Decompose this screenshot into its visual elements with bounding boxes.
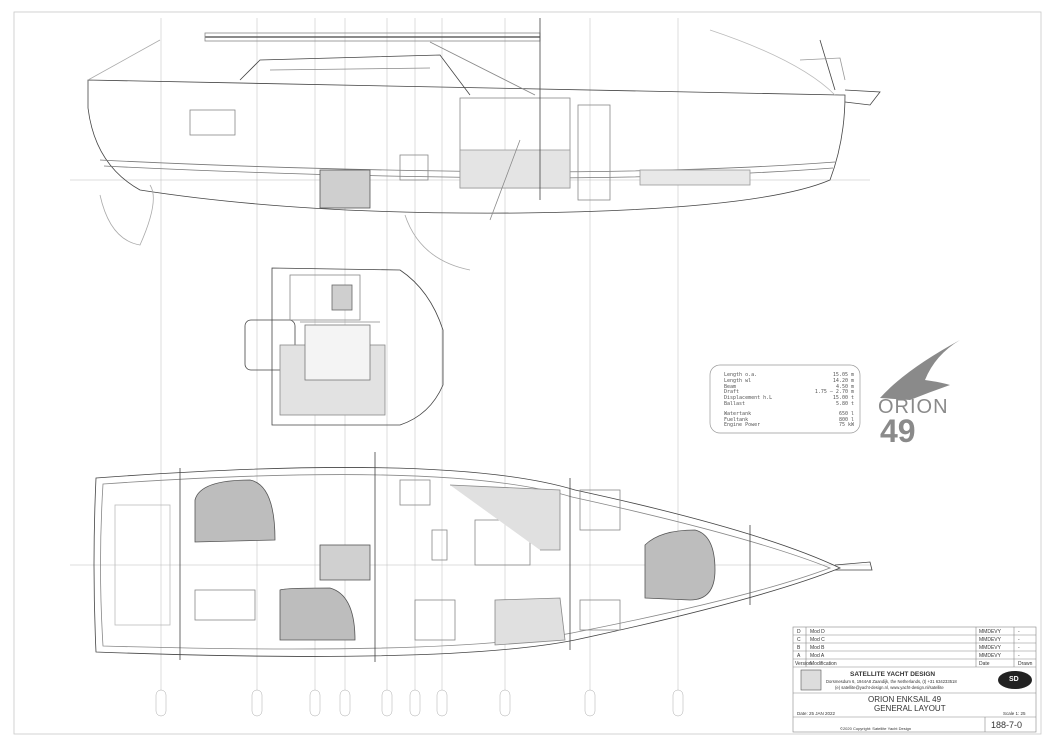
title-block [792, 626, 1037, 733]
spec-value: 800 l [838, 416, 854, 423]
spec-label: Beam [724, 383, 737, 390]
spec-row: Draft 1.75 – 2.70 m [724, 389, 854, 395]
spec-label: Displacement h.L [724, 395, 773, 402]
spec-value: 650 l [838, 410, 854, 417]
spec-label: Fueltank [724, 416, 749, 423]
spec-label: Ballast [724, 400, 746, 407]
rev-by: MMDEVY [979, 637, 1001, 643]
rev-by: MMDEVY [979, 645, 1001, 651]
spec-row: Engine Power 75 kW [724, 422, 854, 428]
rev-col: - [1018, 637, 1020, 643]
rev-mod: Mod B [810, 645, 825, 651]
spec-value: 5.80 t [835, 400, 854, 407]
rev-header-drawn: Drawn [1018, 661, 1033, 667]
drawing-date: Date: 25 JAN 2022 [797, 711, 836, 716]
spec-row: Displacement h.L 15.00 t [724, 395, 854, 401]
sail-logo-icon [880, 340, 960, 400]
rev-mod: Mod D [810, 629, 825, 635]
company-name: SATELLITE YACHT DESIGN [850, 671, 936, 678]
rev-by: MMDEVY [979, 653, 1001, 659]
rev-letter: A [797, 653, 801, 659]
spec-label: Draft [724, 389, 740, 396]
rev-col: - [1018, 653, 1020, 659]
side-profile-view [87, 18, 881, 271]
spec-row: Watertank 650 l [724, 411, 854, 417]
rev-letter: C [797, 637, 801, 643]
rev-header-mod: Modification [810, 661, 837, 667]
station-markers [155, 689, 684, 717]
drawing-number: 188-7-0 [991, 720, 1023, 730]
spec-label: Length o.a. [724, 372, 758, 378]
rev-letter: D [797, 629, 801, 635]
spec-box [709, 364, 861, 434]
spec-value: 4.50 m [835, 383, 854, 390]
rev-col: - [1018, 645, 1020, 651]
spec-row: Fueltank 800 l [724, 417, 854, 423]
spec-label: Watertank [724, 410, 752, 417]
spec-value: 1.75 – 2.70 m [814, 389, 854, 396]
rev-letter: B [797, 645, 801, 651]
rev-by: MMDEVY [979, 629, 1001, 635]
spec-label: Engine Power [724, 422, 761, 429]
spec-row: Beam 4.50 m [724, 384, 854, 390]
spec-row: Length wl 14.20 m [724, 378, 854, 384]
spec-value: 75 kW [838, 422, 854, 429]
spec-list: Length o.a. 15.05 m Length wl 14.20 m Beam… [724, 372, 854, 428]
spec-value: 14.20 m [832, 377, 854, 384]
rev-mod: Mod A [810, 653, 825, 659]
drawing-scale: Scale 1: 25 [1003, 711, 1026, 716]
rev-col: - [1018, 629, 1020, 635]
spec-row: Length o.a. 15.05 m [724, 372, 854, 378]
sheet-border [13, 11, 1042, 735]
spec-label: Length wl [724, 377, 752, 384]
company-address: Dorsmesdum 6, 1944A8 Zaandijk, the Nethe… [826, 679, 957, 684]
drawing-title: ORION ENKSAIL 49 [868, 695, 942, 704]
sd-logo-text: SD [1009, 676, 1019, 683]
rev-header-version: Version [795, 661, 812, 667]
sd-logo-icon [998, 671, 1032, 689]
spec-value: 15.05 m [832, 372, 854, 378]
spec-row: Ballast 5.80 t [724, 401, 854, 407]
accommodation-plan-view [93, 452, 873, 662]
logo-number: 49 [880, 413, 916, 449]
cockpit-plan-view [244, 267, 444, 426]
drawing-subtitle: GENERAL LAYOUT [874, 704, 946, 713]
drawing-copyright: ©2020 Copyright: Satellite Yacht Design [840, 726, 912, 731]
rev-header-date: Date [979, 661, 990, 667]
rev-mod: Mod C [810, 637, 825, 643]
logo-brand: ORION [878, 396, 949, 418]
qr-code-icon [800, 669, 822, 691]
spec-value: 15.00 t [832, 395, 854, 402]
company-contact: (e) satellite@yacht-design.nl, www.yacht… [835, 685, 944, 690]
